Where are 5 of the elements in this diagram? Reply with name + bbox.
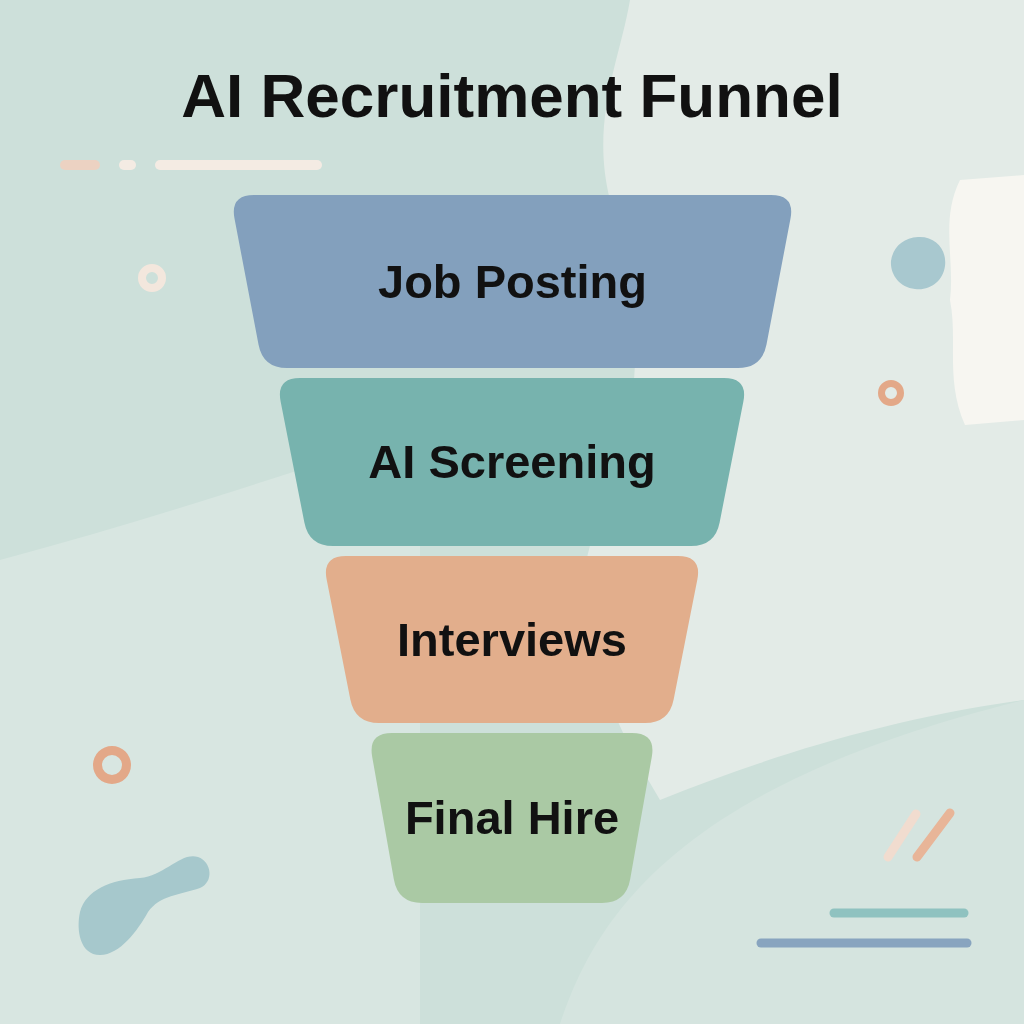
stage-label: Final Hire <box>404 790 620 846</box>
title: AI Recruitment Funnel <box>181 60 843 132</box>
stage-label: AI Screening <box>368 434 656 490</box>
stage-label: Job Posting <box>378 253 647 310</box>
stage-label: Interviews <box>397 611 627 668</box>
